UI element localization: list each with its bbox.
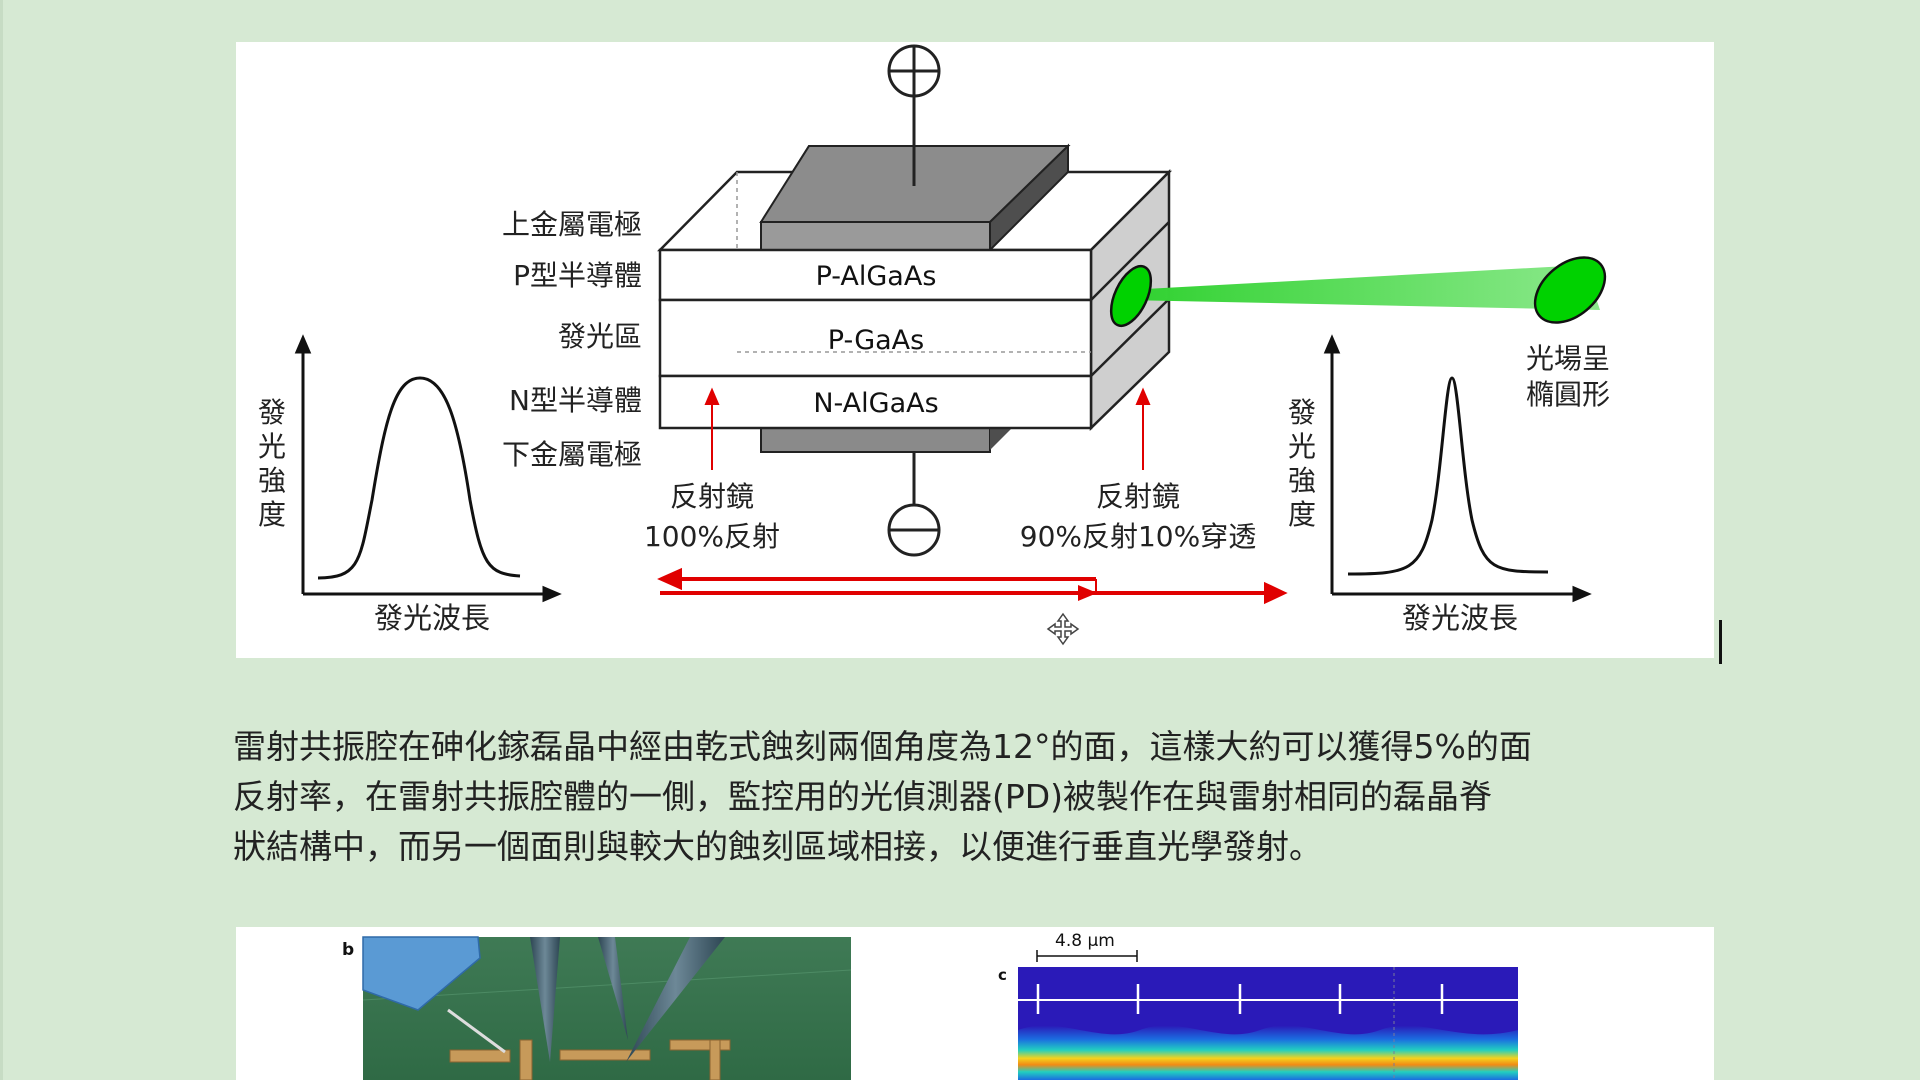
positive-terminal — [887, 44, 941, 186]
mode-heatmap — [1018, 967, 1518, 1080]
right-mirror-desc: 90%反射10%穿透 — [1020, 520, 1256, 553]
label-bottom-electrode: 下金屬電極 — [502, 438, 642, 471]
paragraph-line-3: 狀結構中，而另一個面則與較大的蝕刻區域相接，以便進行垂直光學發射。 — [233, 827, 1322, 866]
left-xlabel: 發光波長 — [374, 601, 490, 635]
emission-spot — [1109, 264, 1153, 328]
panel-c-label: c — [998, 966, 1007, 984]
text-cursor — [1719, 620, 1722, 664]
device-front-layers — [658, 248, 1093, 430]
label-p-type: P型半導體 — [513, 259, 642, 292]
layer-p-algaas: P-AlGaAs — [816, 261, 937, 292]
label-n-type: N型半導體 — [509, 384, 642, 417]
panel-b-label: b — [342, 940, 354, 960]
cavity-arrows — [657, 567, 1288, 605]
mirror-pointers — [704, 387, 1151, 470]
negative-terminal — [887, 452, 941, 557]
left-border — [0, 0, 3, 1080]
scale-bar: 4.8 µm — [1036, 931, 1138, 962]
right-spectrum-curve — [1347, 376, 1549, 576]
laser-diagram: P-AlGaAs P-GaAs N-AlGaAs 光場呈 橢圓形 上金屬電極 P… — [236, 42, 1714, 658]
right-mirror-title: 反射鏡 — [1096, 480, 1180, 513]
left-ylabel-2: 光 — [258, 430, 286, 463]
right-ylabel-2: 光 — [1288, 430, 1316, 463]
label-active-region: 發光區 — [558, 320, 642, 353]
left-ylabel-1: 發 — [258, 396, 286, 429]
left-mirror-desc: 100%反射 — [644, 520, 780, 553]
left-spectrum-curve — [317, 376, 521, 580]
right-xlabel: 發光波長 — [1402, 601, 1518, 635]
scale-label: 4.8 µm — [1055, 931, 1115, 951]
left-ylabel-4: 度 — [258, 498, 286, 531]
beam-ellipse — [1533, 256, 1607, 324]
left-mirror-title: 反射鏡 — [670, 480, 754, 513]
beam-label-line1: 光場呈 — [1526, 342, 1610, 375]
right-ylabel-4: 度 — [1288, 498, 1316, 531]
right-spectrum-plot: 發 光 強 度 發光波長 — [1288, 334, 1592, 635]
probe-station-photo — [362, 936, 852, 1080]
move-cursor-icon — [1046, 612, 1080, 646]
description-paragraph: 雷射共振腔在砷化鎵磊晶中經由乾式蝕刻兩個角度為12°的面，這樣大約可以獲得5%的… — [233, 722, 1733, 872]
figure-panel-svg: b c 4.8 µm — [342, 931, 1518, 1080]
light-beam — [1128, 265, 1600, 310]
left-spectrum-plot: 發 光 強 度 發光波長 — [258, 334, 562, 635]
right-ylabel-1: 發 — [1288, 396, 1316, 429]
paragraph-line-2: 反射率，在雷射共振腔體的一側，監控用的光偵測器(PD)被製作在與雷射相同的磊晶脊 — [233, 777, 1493, 816]
bottom-electrode — [760, 427, 1012, 453]
layer-n-algaas: N-AlGaAs — [813, 388, 938, 419]
right-ylabel-3: 強 — [1288, 464, 1316, 497]
laser-diagram-svg: P-AlGaAs P-GaAs N-AlGaAs 光場呈 橢圓形 上金屬電極 P… — [258, 44, 1610, 635]
figure-panel: b c 4.8 µm — [236, 927, 1714, 1080]
left-ylabel-3: 強 — [258, 464, 286, 497]
beam-label-line2: 橢圓形 — [1526, 378, 1610, 411]
label-top-electrode: 上金屬電極 — [502, 208, 642, 241]
paragraph-line-1: 雷射共振腔在砷化鎵磊晶中經由乾式蝕刻兩個角度為12°的面，這樣大約可以獲得5%的… — [233, 727, 1532, 766]
layer-p-gaas: P-GaAs — [828, 325, 924, 356]
